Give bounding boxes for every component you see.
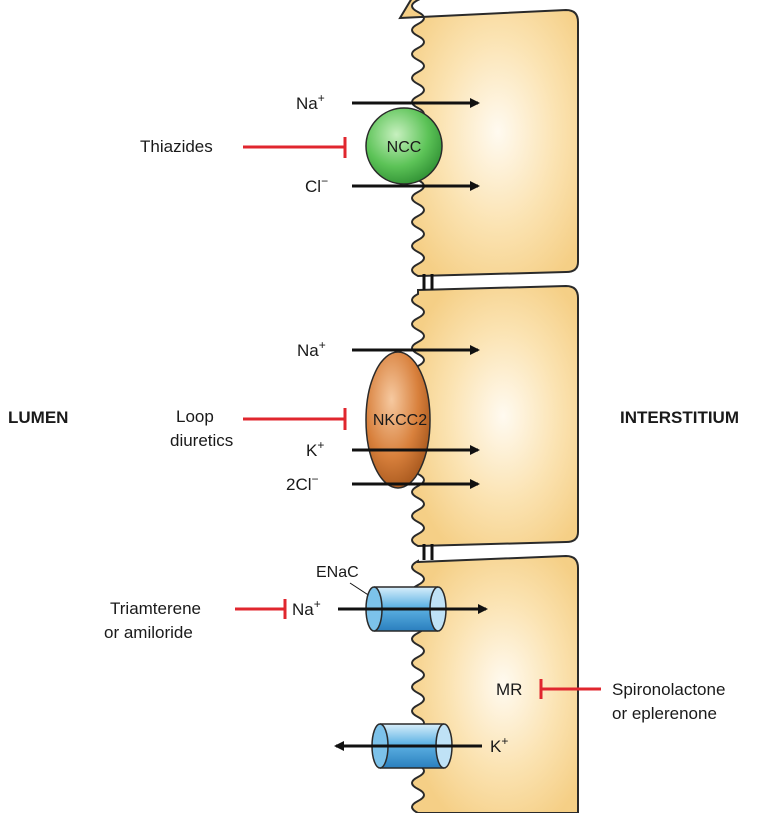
k-ion-nkcc2: K+ xyxy=(306,438,324,460)
loop-diuretics-line1: Loop xyxy=(176,407,214,426)
enac-label: ENaC xyxy=(316,564,359,581)
ncc-label: NCC xyxy=(387,139,422,156)
cell-2 xyxy=(412,286,578,546)
loop-diuretics-line2: diuretics xyxy=(170,431,233,450)
amiloride-label: or amiloride xyxy=(104,623,193,642)
na-ion-ncc: Na+ xyxy=(296,91,325,113)
nkcc2-label: NKCC2 xyxy=(373,412,427,429)
loop-diuretics-inhibitor xyxy=(243,408,345,430)
spironolactone-label: Spironolactone xyxy=(612,680,725,699)
triamterene-label: Triamterene xyxy=(110,599,201,618)
eplerenone-label: or eplerenone xyxy=(612,704,717,723)
cl-ion-ncc: Cl− xyxy=(305,174,328,196)
na-ion-nkcc2: Na+ xyxy=(297,338,326,360)
cl-ion-nkcc2: 2Cl− xyxy=(286,472,319,494)
thiazides-inhibitor xyxy=(243,137,345,158)
na-ion-enac: Na+ xyxy=(292,597,321,619)
interstitium-label: INTERSTITIUM xyxy=(620,408,739,427)
triamterene-inhibitor xyxy=(235,599,285,619)
mr-label: MR xyxy=(496,680,522,699)
thiazides-label: Thiazides xyxy=(140,137,213,156)
lumen-label: LUMEN xyxy=(8,408,68,427)
